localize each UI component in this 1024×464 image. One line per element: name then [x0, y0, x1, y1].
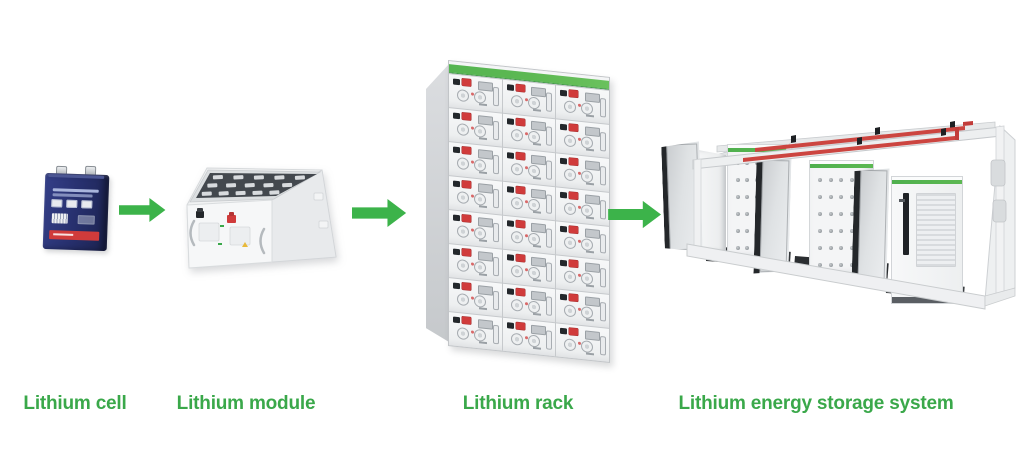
flow-arrow-icon: [352, 199, 407, 227]
module-front-face: [186, 199, 273, 269]
module-cell-tabs: [201, 175, 305, 196]
end-vent-icon: [990, 159, 1006, 187]
pcs-slot: [903, 193, 909, 255]
lithium-cell-figure: [42, 165, 110, 252]
cell-label-text-row: [52, 193, 93, 198]
rack-module: [556, 289, 609, 328]
rack-module: [556, 255, 609, 294]
rack-module: [449, 142, 502, 181]
cell-barcode: [51, 213, 68, 224]
rack-side-panel: [426, 64, 449, 342]
lithium-module-figure: [186, 167, 337, 269]
pcs-base: [892, 297, 962, 303]
roof-bracket-icon: [857, 137, 862, 145]
cell-label-text-row: [52, 188, 99, 193]
rack-module: [449, 210, 502, 249]
rack-module: [502, 113, 556, 153]
roof-bracket-icon: [950, 121, 955, 129]
rack-module: [449, 74, 502, 113]
storage-system-figure: [663, 100, 1019, 340]
end-vent-icon: [992, 199, 1007, 223]
pcs-vent-grille: [916, 193, 956, 267]
rack-module: [502, 215, 556, 255]
label-lithium-energy-storage-system: Lithium energy storage system: [678, 393, 954, 414]
rack-module: [502, 317, 556, 357]
rack-module: [556, 153, 609, 192]
label-lithium-rack: Lithium rack: [462, 393, 574, 414]
container-door: [851, 168, 889, 286]
label-lithium-cell: Lithium cell: [23, 393, 127, 414]
rack-module: [502, 283, 556, 323]
module-handle-icon: [259, 227, 266, 255]
flow-arrow-icon: [119, 198, 166, 222]
system-right-post: [995, 125, 1005, 301]
rack-front-panel: [448, 60, 610, 364]
cell-red-stripe: [49, 230, 100, 241]
container-door: [661, 141, 703, 252]
rack-module: [449, 244, 502, 283]
rack-module: [556, 221, 609, 260]
roof-bracket-icon: [941, 128, 946, 136]
rack-module: [502, 79, 556, 119]
rack-module: [556, 85, 609, 124]
roof-bracket-icon: [875, 127, 880, 135]
cell-label-boxes: [51, 199, 93, 209]
rack-module-grid: [449, 73, 609, 362]
rack-module: [449, 278, 502, 317]
rack-module: [556, 119, 609, 158]
rack-module: [556, 187, 609, 226]
label-lithium-module: Lithium module: [176, 393, 316, 414]
flow-arrow-icon: [608, 200, 662, 229]
rack-module: [502, 249, 556, 289]
roof-bracket-icon: [791, 135, 796, 143]
cell-top-edge: [48, 174, 105, 179]
rack-module: [449, 312, 502, 351]
pcs-green-stripe: [892, 180, 962, 184]
warning-triangle-icon: [242, 242, 248, 247]
container-door: [753, 158, 791, 275]
rack-module: [502, 181, 556, 221]
cell-body: [42, 172, 110, 252]
module-positive-terminal-icon: [227, 212, 236, 223]
rack-module: [449, 176, 502, 215]
module-handle-icon: [189, 219, 196, 247]
system-right-end-face: [984, 124, 1016, 301]
rack-module: [556, 323, 609, 362]
module-negative-terminal-icon: [196, 211, 204, 218]
lithium-rack-figure: [425, 52, 617, 364]
rack-module: [502, 147, 556, 187]
cell-certification-icons: [77, 215, 95, 225]
rack-module: [449, 108, 502, 147]
pcs-cabinet: [891, 176, 963, 304]
pcs-display: [899, 199, 905, 202]
